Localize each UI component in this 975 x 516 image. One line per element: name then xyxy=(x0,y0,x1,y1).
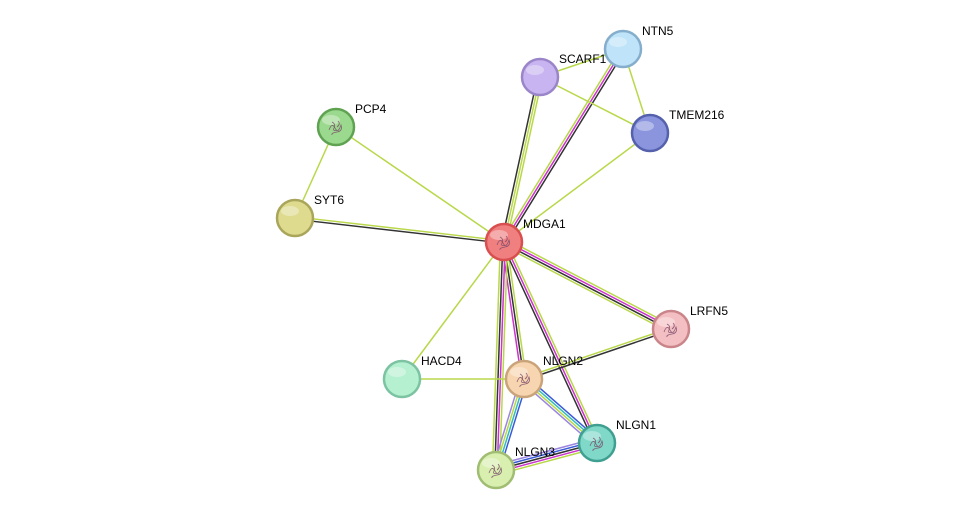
edge-evidence-line xyxy=(503,241,598,444)
node-highlight xyxy=(526,65,544,75)
node-label: HACD4 xyxy=(421,354,462,368)
node-highlight xyxy=(281,206,299,216)
node-circle xyxy=(476,450,516,490)
node-circle xyxy=(275,198,315,238)
edge-evidence-line xyxy=(505,77,544,243)
node-label: SCARF1 xyxy=(559,52,607,66)
edge-evidence-line xyxy=(503,48,624,243)
edge-evidence-line xyxy=(494,241,504,470)
edge-mdga1-lrfn5[interactable] xyxy=(501,238,674,333)
edge-mdga1-nlgn1[interactable] xyxy=(501,240,600,445)
edge-evidence-line xyxy=(501,47,622,242)
edge-mdga1-syt6[interactable] xyxy=(294,216,505,244)
node-ntn5[interactable]: NTN5 xyxy=(603,24,674,69)
node-circle xyxy=(484,222,524,262)
node-mdga1[interactable]: MDGA1 xyxy=(484,217,566,262)
node-highlight xyxy=(322,115,340,125)
edge-mdga1-scarf1[interactable] xyxy=(500,76,544,243)
edge-mdga1-pcp4[interactable] xyxy=(335,126,505,243)
edge-evidence-line xyxy=(335,126,505,243)
edge-evidence-line xyxy=(503,132,651,243)
node-label: NLGN3 xyxy=(515,445,555,459)
node-circle xyxy=(504,359,544,399)
node-label: TMEM216 xyxy=(669,108,725,122)
protein-structure-icon xyxy=(488,463,502,479)
node-pcp4[interactable]: PCP4 xyxy=(316,102,387,147)
edge-mdga1-hacd4[interactable] xyxy=(401,241,505,380)
edge-mdga1-nlgn3[interactable] xyxy=(491,241,509,471)
edge-mdga1-ntn5[interactable] xyxy=(501,47,626,244)
node-highlight xyxy=(609,37,627,47)
protein-structure-icon xyxy=(516,372,530,388)
edge-evidence-line xyxy=(503,76,541,243)
edge-evidence-line xyxy=(505,241,528,379)
node-highlight xyxy=(636,121,654,131)
edge-evidence-line xyxy=(501,242,596,445)
edge-evidence-line xyxy=(501,244,670,333)
protein-structure-icon xyxy=(496,235,510,251)
node-tmem216[interactable]: TMEM216 xyxy=(630,108,725,153)
node-circle xyxy=(520,57,560,97)
node-label: NLGN2 xyxy=(543,354,583,368)
edge-evidence-line xyxy=(503,242,671,331)
node-highlight xyxy=(388,367,406,377)
edge-evidence-line xyxy=(505,238,674,327)
node-nlgn2[interactable]: NLGN2 xyxy=(504,354,583,399)
protein-structure-icon xyxy=(663,322,677,338)
edge-mdga1-tmem216[interactable] xyxy=(503,132,651,243)
node-circle xyxy=(382,359,422,399)
node-label: LRFN5 xyxy=(690,304,728,318)
node-label: PCP4 xyxy=(355,102,387,116)
edge-evidence-line xyxy=(295,216,505,242)
node-circle xyxy=(651,309,691,349)
node-circle xyxy=(316,107,356,147)
node-lrfn5[interactable]: LRFN5 xyxy=(651,304,728,349)
node-nlgn1[interactable]: NLGN1 xyxy=(577,418,656,463)
node-label: SYT6 xyxy=(314,193,344,207)
edges-layer xyxy=(294,47,674,476)
edge-evidence-line xyxy=(401,241,505,380)
node-circle xyxy=(603,29,643,69)
node-nlgn3[interactable]: NLGN3 xyxy=(476,445,555,490)
node-label: NLGN1 xyxy=(616,418,656,432)
edge-lrfn5-nlgn2[interactable] xyxy=(523,327,672,381)
node-highlight xyxy=(657,317,675,327)
edge-evidence-line xyxy=(505,240,600,443)
edge-evidence-line xyxy=(498,242,509,471)
node-circle xyxy=(630,113,670,153)
edge-evidence-line xyxy=(524,329,672,381)
node-highlight xyxy=(490,230,508,240)
protein-structure-icon xyxy=(589,436,603,452)
edge-evidence-line xyxy=(294,218,504,244)
node-syt6[interactable]: SYT6 xyxy=(275,193,344,238)
edge-evidence-line xyxy=(504,240,672,329)
protein-structure-icon xyxy=(328,120,342,136)
edge-evidence-line xyxy=(523,327,671,379)
node-highlight xyxy=(482,458,500,468)
node-circle xyxy=(577,423,617,463)
edge-scarf1-tmem216[interactable] xyxy=(539,76,651,134)
node-highlight xyxy=(583,431,601,441)
node-hacd4[interactable]: HACD4 xyxy=(382,354,462,399)
edge-evidence-line xyxy=(496,242,506,471)
edge-evidence-line xyxy=(505,49,626,244)
edge-evidence-line xyxy=(491,241,502,470)
node-label: MDGA1 xyxy=(523,217,566,231)
edge-evidence-line xyxy=(500,76,539,242)
node-highlight xyxy=(510,367,528,377)
node-scarf1[interactable]: SCARF1 xyxy=(520,52,607,97)
edge-evidence-line xyxy=(539,76,651,134)
node-label: NTN5 xyxy=(642,24,674,38)
